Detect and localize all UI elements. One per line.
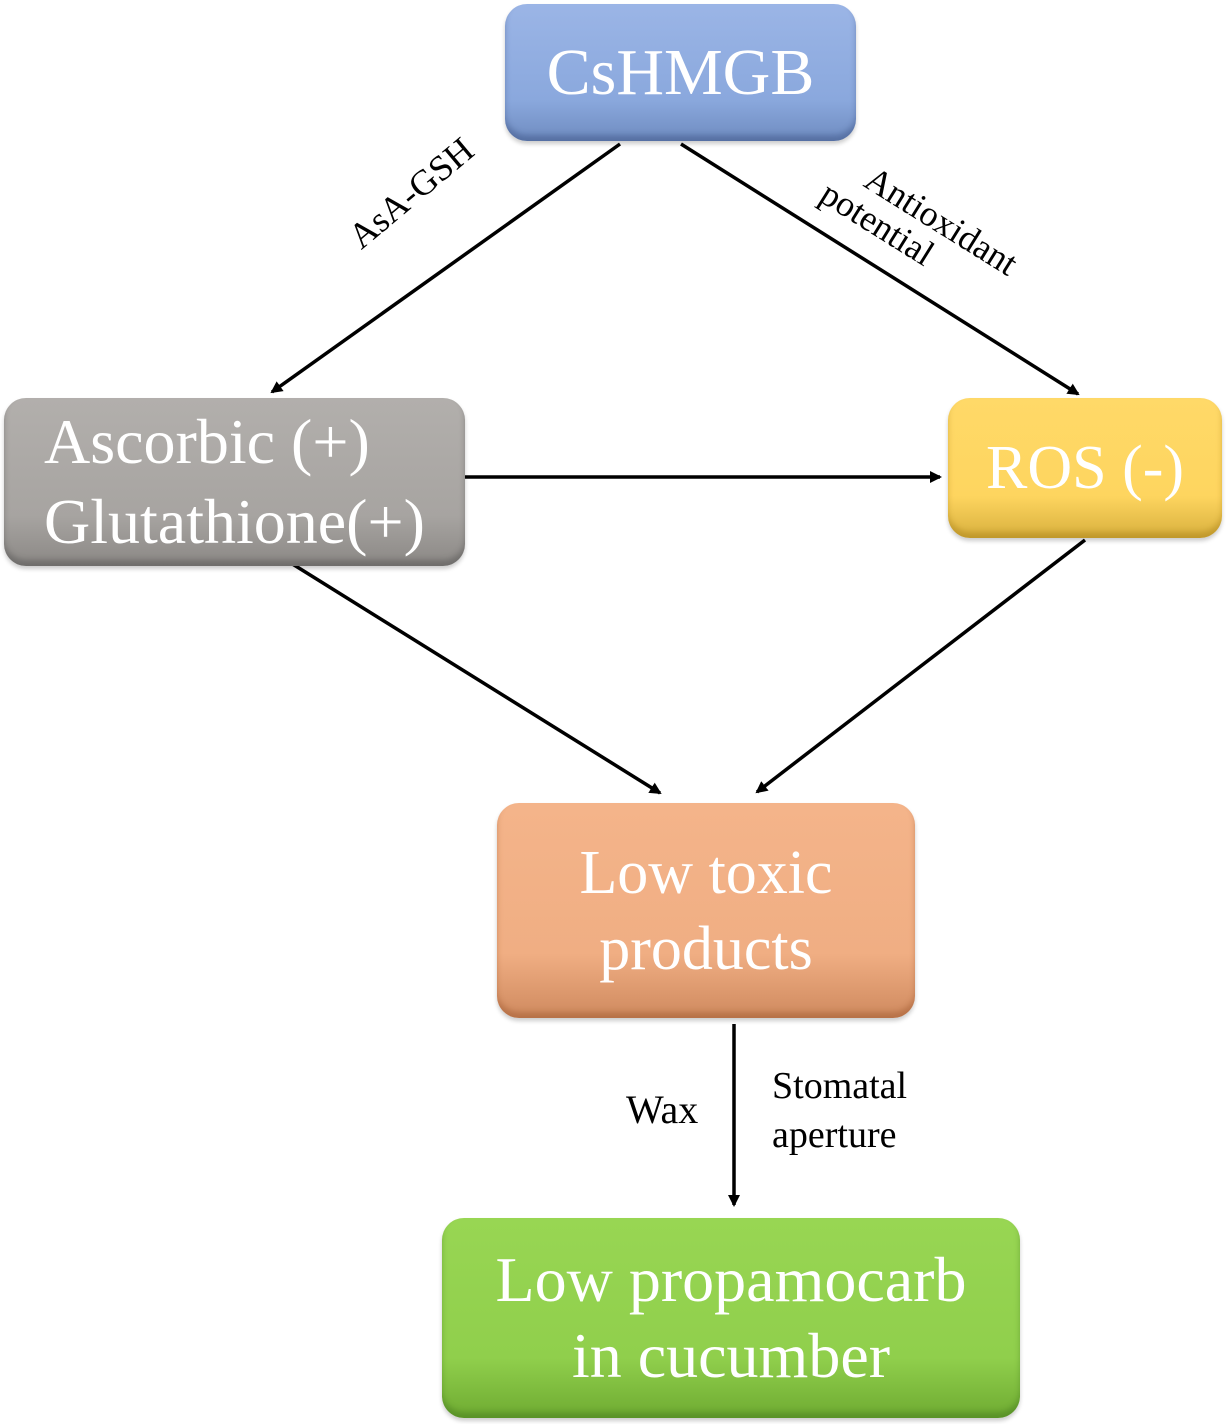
edge-label-wax: Wax xyxy=(626,1087,699,1132)
node-label: ROS (-) xyxy=(985,434,1185,502)
node-cshmgb: CsHMGB xyxy=(505,4,856,141)
edge-cshmgb-to-ros xyxy=(680,142,1080,396)
node-label-line-1: Low toxic xyxy=(579,838,833,907)
edge-label-line-2: aperture xyxy=(772,1113,897,1156)
node-label-line-1: Low propamocarb xyxy=(495,1244,967,1315)
node-label: CsHMGB xyxy=(546,35,815,109)
node-label-ascorbic: Ascorbic (+) xyxy=(44,406,370,477)
edge-label-line-1: Stomatal xyxy=(772,1065,908,1107)
node-ascorbic-glutathione: Ascorbic (+) Glutathione(+) xyxy=(4,398,465,566)
edge-label-stomatal-aperture: Stomatal aperture xyxy=(772,1062,907,1159)
node-low-toxic-products: Low toxic products xyxy=(497,803,915,1018)
edge-ros-to-low-toxic xyxy=(755,538,1087,794)
node-label-glutathione: Glutathione(+) xyxy=(44,486,425,557)
node-ros: ROS (-) xyxy=(948,398,1222,538)
node-label-line-2: in cucumber xyxy=(571,1320,891,1391)
edge-antioxidants-to-low-toxic xyxy=(261,543,662,795)
node-label-line-2: products xyxy=(599,914,813,983)
edge-cshmgb-to-antioxidants xyxy=(270,142,622,394)
node-low-propamocarb: Low propamocarb in cucumber xyxy=(442,1218,1020,1418)
